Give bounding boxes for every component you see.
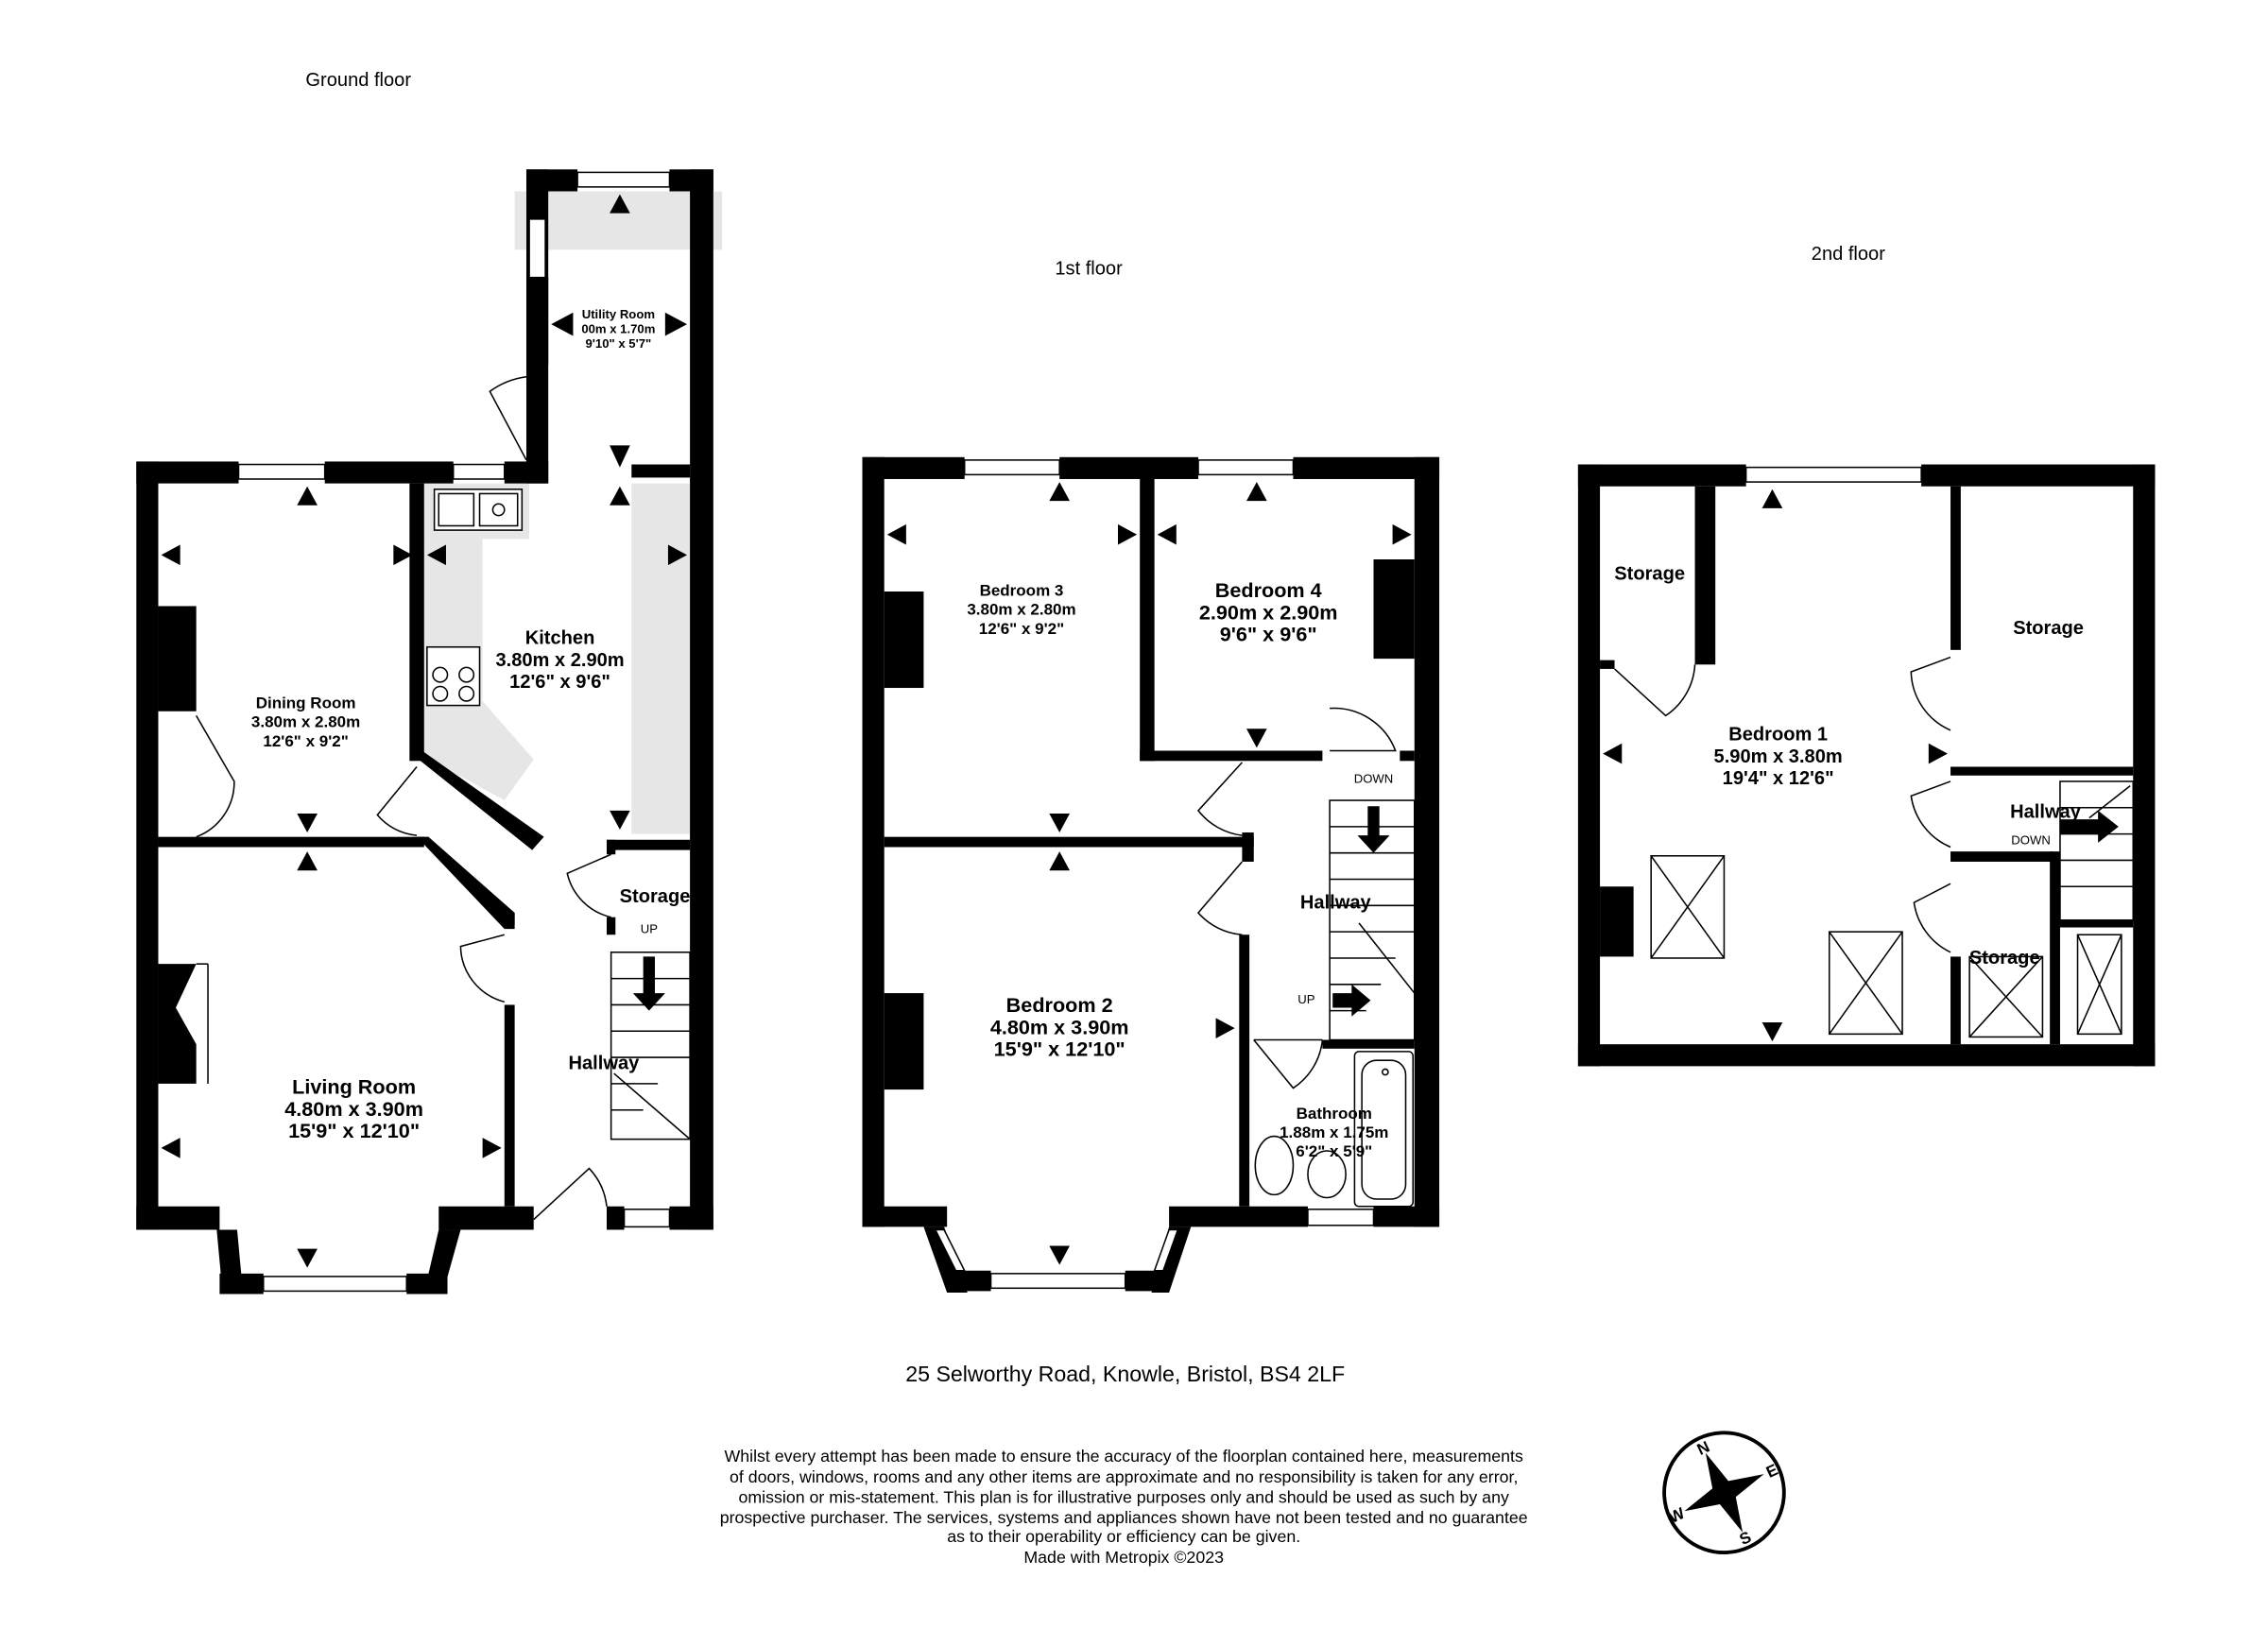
stairs-ground <box>610 952 691 1140</box>
bedroom3-metric: 3.80m x 2.80m <box>967 601 1075 619</box>
storage-small-name: Storage <box>1969 948 2040 969</box>
floor-label-second: 2nd floor <box>1812 244 1885 265</box>
stairs-second <box>2059 780 2135 921</box>
second-stairs-down-label: DOWN <box>2011 832 2051 847</box>
bedroom4-name: Bedroom 4 <box>1215 578 1322 602</box>
ground-room-labels: Utility Room 00m x 1.70m 9'10" x 5'7" Ki… <box>251 307 690 1142</box>
second-floor-plan: 2nd floor <box>1577 244 2156 1067</box>
bedroom2-imperial: 15'9" x 12'10" <box>994 1037 1125 1061</box>
second-hallway-name: Hallway <box>2010 802 2082 823</box>
bedroom3-imperial: 12'6" x 9'2" <box>979 620 1064 638</box>
second-window <box>1744 466 1922 483</box>
compass-n: N <box>1694 1437 1712 1458</box>
ground-doors <box>195 376 611 1221</box>
bedroom1-metric: 5.90m x 3.80m <box>1714 746 1843 767</box>
living-room-imperial: 15'9" x 12'10" <box>288 1119 420 1142</box>
bedroom2-metric: 4.80m x 3.90m <box>990 1015 1129 1038</box>
bathroom-fixtures <box>1254 1051 1415 1208</box>
first-hallway-name: Hallway <box>1300 892 1372 913</box>
stairs-up-label: UP <box>641 922 658 936</box>
second-arrows <box>1603 489 1948 1042</box>
disclaimer: Whilst every attempt has been made to en… <box>720 1447 1528 1567</box>
ground-windows <box>196 171 671 1293</box>
property-address: 25 Selworthy Road, Knowle, Bristol, BS4 … <box>905 1362 1345 1386</box>
hallway-name: Hallway <box>569 1053 641 1073</box>
kitchen-metric: 3.80m x 2.90m <box>495 650 624 671</box>
ground-floor-plan: Ground floor <box>136 70 723 1295</box>
disclaimer-line: Whilst every attempt has been made to en… <box>725 1447 1523 1466</box>
bedroom3-name: Bedroom 3 <box>980 582 1064 600</box>
utility-room-metric: 00m x 1.70m <box>581 321 655 335</box>
utility-room-imperial: 9'10" x 5'7" <box>585 336 651 351</box>
bedroom1-imperial: 19'4" x 12'6" <box>1723 768 1834 789</box>
disclaimer-line: of doors, windows, rooms and any other i… <box>730 1467 1518 1486</box>
ground-walls <box>136 169 713 1295</box>
first-windows <box>934 459 1375 1290</box>
basin-icon <box>1307 1150 1347 1199</box>
storage-right-name: Storage <box>2013 618 2084 639</box>
stairs-first <box>1329 799 1416 1041</box>
bedroom4-metric: 2.90m x 2.90m <box>1199 600 1338 624</box>
storage-name: Storage <box>620 886 691 907</box>
dining-room-imperial: 12'6" x 9'2" <box>263 732 348 750</box>
living-room-name: Living Room <box>292 1075 416 1099</box>
bathroom-name: Bathroom <box>1297 1105 1372 1123</box>
second-room-labels: Storage Storage Bedroom 1 5.90m x 3.80m … <box>1614 564 2084 969</box>
toilet-icon <box>1254 1135 1295 1196</box>
first-floor-plan: 1st floor <box>862 259 1440 1293</box>
second-doors <box>1614 656 1951 953</box>
living-room-metric: 4.80m x 3.90m <box>284 1097 423 1121</box>
skylights <box>1650 855 2122 1038</box>
first-arrows <box>886 482 1412 1265</box>
first-room-labels: Bedroom 3 3.80m x 2.80m 12'6" x 9'2" Bed… <box>967 578 1393 1160</box>
ground-arrows <box>161 194 688 1268</box>
kitchen-counter-right <box>631 483 691 834</box>
bathroom-imperial: 6'2" x 5'9" <box>1296 1142 1372 1160</box>
floor-label-ground: Ground floor <box>305 70 411 91</box>
compass-rose-icon: N E S W <box>1662 1431 1786 1555</box>
disclaimer-credit: Made with Metropix ©2023 <box>1023 1548 1224 1567</box>
storage-left-name: Storage <box>1614 564 1685 585</box>
disclaimer-line: as to their operability or efficiency ca… <box>947 1527 1300 1546</box>
kitchen-name: Kitchen <box>525 628 595 649</box>
bathroom-metric: 1.88m x 1.75m <box>1280 1123 1388 1141</box>
utility-room-name: Utility Room <box>582 307 655 321</box>
second-walls <box>1577 464 2156 1067</box>
first-walls <box>862 456 1440 1293</box>
disclaimer-line: prospective purchaser. The services, sys… <box>720 1508 1528 1527</box>
disclaimer-line: omission or mis-statement. This plan is … <box>739 1488 1509 1507</box>
dining-room-name: Dining Room <box>256 694 356 712</box>
kitchen-imperial: 12'6" x 9'6" <box>509 672 610 693</box>
bedroom1-name: Bedroom 1 <box>1728 725 1828 746</box>
bedroom2-name: Bedroom 2 <box>1006 993 1113 1017</box>
bedroom4-imperial: 9'6" x 9'6" <box>1220 623 1317 646</box>
hob-icon <box>426 645 481 707</box>
stairs-up-label-first: UP <box>1297 992 1314 1006</box>
dining-room-metric: 3.80m x 2.80m <box>251 713 360 731</box>
stairs-down-label: DOWN <box>1354 771 1394 785</box>
sink-icon <box>433 489 524 531</box>
compass-w: W <box>1666 1503 1688 1526</box>
first-doors <box>1196 707 1397 1089</box>
floor-label-first: 1st floor <box>1055 259 1123 280</box>
